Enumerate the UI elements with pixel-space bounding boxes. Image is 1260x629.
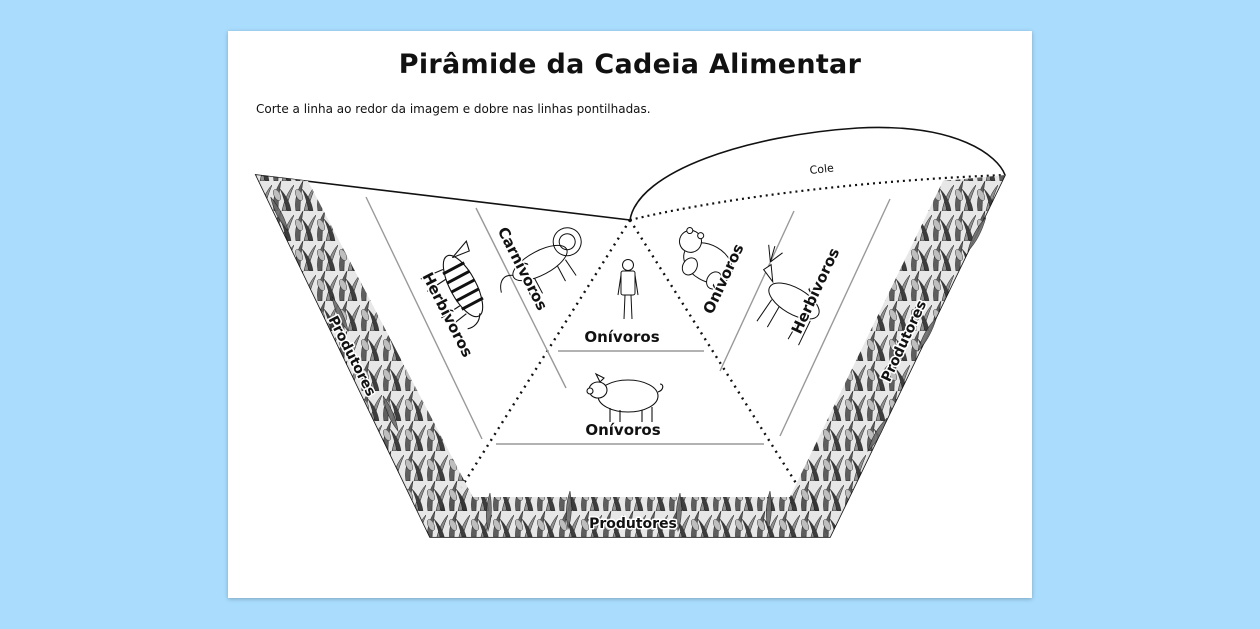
divider-right-1 xyxy=(719,210,795,372)
page-title: Pirâmide da Cadeia Alimentar xyxy=(398,49,862,80)
person-icon xyxy=(617,259,639,320)
label-center-top: Onívoros xyxy=(584,328,659,346)
bear-icon xyxy=(678,227,733,290)
cut-outline xyxy=(254,126,1006,538)
moose-icon xyxy=(756,244,820,346)
lion-icon xyxy=(500,227,582,300)
instruction-text: Corte a linha ao redor da imagem e dobre… xyxy=(256,102,651,116)
divider-left-1 xyxy=(365,196,483,440)
glue-tab-label: Cole xyxy=(809,161,835,176)
grass-left xyxy=(256,175,478,537)
label-center-bottom: Produtores xyxy=(589,516,677,532)
zebra-icon xyxy=(420,240,484,330)
pyramid-net: Cole xyxy=(254,126,1006,538)
grass-right xyxy=(788,175,1005,537)
grass-bottom xyxy=(430,497,830,537)
worksheet-page: Pirâmide da Cadeia Alimentar Corte a lin… xyxy=(228,31,1032,598)
label-center-middle: Onívoros xyxy=(585,421,660,439)
pig-icon xyxy=(586,372,664,422)
divider-left-2 xyxy=(475,207,567,389)
divider-right-2 xyxy=(779,198,891,437)
